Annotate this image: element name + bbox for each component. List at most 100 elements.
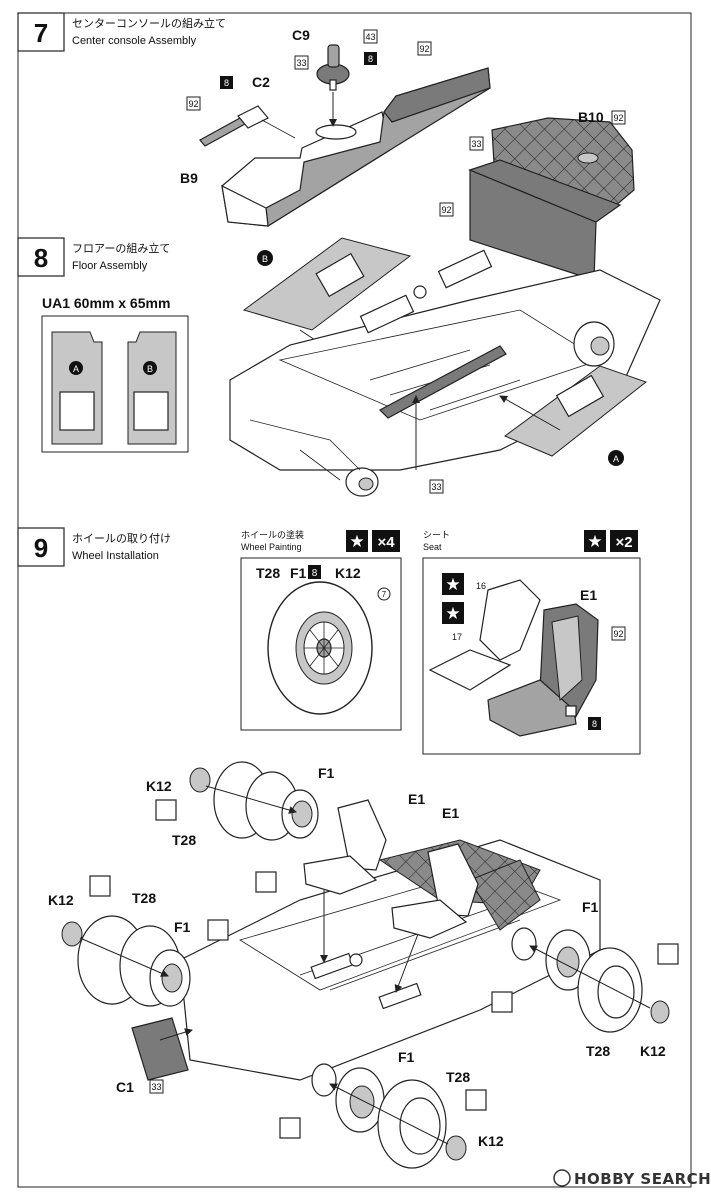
- part-label-c9: C9: [292, 27, 310, 43]
- code-43: 43: [365, 32, 375, 42]
- step-9-title-jp: ホイールの取り付け: [72, 532, 171, 545]
- code-box-43: [363, 29, 378, 44]
- part-label-b10: B10: [578, 109, 604, 125]
- code-box-92-c: [611, 110, 626, 125]
- wheel-painting-drawing: [267, 581, 373, 715]
- code-92-d: 92: [441, 205, 451, 215]
- asm-label-f1-b: F1: [174, 919, 191, 935]
- code-7: 7: [382, 590, 387, 599]
- star-badge-seat: [584, 530, 606, 552]
- code-box-8-c: [308, 565, 321, 579]
- seat-code-17: 17: [452, 632, 462, 642]
- count-badge-wheel: [372, 530, 400, 552]
- code-box-92-d: [439, 202, 454, 217]
- part-label-b9: B9: [180, 170, 198, 186]
- svg-text:A: A: [613, 454, 619, 464]
- count-badge-seat: [610, 530, 638, 552]
- code-33-d: 33: [151, 1082, 161, 1092]
- chassis-floor-drawing: B A: [229, 237, 661, 497]
- step-9-number: 9: [34, 533, 48, 563]
- asm-label-f1-c: F1: [582, 899, 599, 915]
- wheel-panel-title-jp: ホイールの塗装: [241, 529, 304, 540]
- code-8-c: 8: [312, 568, 318, 579]
- code-92-e: 92: [613, 629, 623, 639]
- step-7-number-box: [17, 12, 65, 52]
- code-box-8-d: [588, 717, 601, 730]
- step-7-number: 7: [34, 18, 48, 48]
- code-box-8-a: [364, 52, 377, 65]
- decal-size-label: UA1 60mm x 65mm: [42, 295, 170, 311]
- seat-code-16: 16: [476, 581, 486, 591]
- asm-label-k12-a: K12: [146, 778, 172, 794]
- wheel-label-f1: F1: [290, 565, 307, 581]
- center-console-b9-part: [221, 67, 491, 228]
- wheel-panel-title-en: Wheel Painting: [241, 542, 302, 552]
- code-box-33-d: [149, 1079, 164, 1094]
- code-33-a: 33: [296, 58, 306, 68]
- code-box-92-b: [186, 96, 201, 111]
- code-8-d: 8: [592, 719, 597, 729]
- floor-decal-b: B: [127, 331, 177, 445]
- shift-lever-c9-part: [316, 44, 350, 127]
- step-9-number-box: [17, 527, 65, 567]
- wheel-installation-drawing: [61, 761, 679, 1169]
- page-border: [17, 12, 692, 1188]
- seat-panel-title-jp: シート: [423, 530, 450, 540]
- code-33-c: 33: [431, 482, 441, 492]
- step-8-number-box: [17, 237, 65, 277]
- handbrake-c2-part: [199, 105, 296, 147]
- star-icon: ★: [587, 532, 602, 552]
- part-label-c2: C2: [252, 74, 270, 90]
- svg-text:B: B: [262, 254, 268, 264]
- code-8-a: 8: [368, 54, 373, 64]
- seat-label-e1: E1: [580, 587, 597, 603]
- code-box-92-a: [417, 41, 432, 56]
- step-7: 7 センターコンソールの組み立て Center console Assembly: [17, 12, 635, 281]
- asm-label-t28-b: T28: [132, 890, 156, 906]
- asm-label-e1-b: E1: [442, 805, 459, 821]
- svg-text:A: A: [73, 364, 79, 374]
- asm-label-t28-c: T28: [586, 1043, 610, 1059]
- code-92-c: 92: [613, 113, 623, 123]
- step-8-title-jp: フロアーの組み立て: [72, 241, 170, 255]
- code-92-a: 92: [419, 44, 429, 54]
- svg-text:B: B: [147, 364, 153, 374]
- code-8-b: 8: [224, 78, 229, 88]
- code-92-b: 92: [188, 99, 198, 109]
- asm-label-e1-a: E1: [408, 791, 425, 807]
- floor-decal-a: A: [51, 331, 103, 445]
- code-circle-7: [377, 587, 391, 601]
- step-9: 9 ホイールの取り付け Wheel Installation ホイールの塗装 W…: [17, 527, 679, 1169]
- seat-painting-drawing: ★ ★: [428, 573, 599, 737]
- code-33-b: 33: [471, 139, 481, 149]
- asm-label-f1-a: F1: [318, 765, 335, 781]
- watermark: HOBBY SEARCH: [553, 1169, 711, 1188]
- star-badge-wheel: [346, 530, 368, 552]
- wheel-label-t28: T28: [256, 565, 280, 581]
- watermark-text: HOBBY SEARCH: [574, 1170, 711, 1188]
- star-icon: ★: [445, 604, 460, 624]
- seat-panel-title-en: Seat: [423, 542, 442, 552]
- code-box-92-e: [611, 626, 626, 641]
- code-box-8-b: [220, 76, 233, 89]
- code-box-33-b: [469, 136, 484, 151]
- code-box-33-c: [429, 479, 444, 494]
- asm-label-k12-b: K12: [48, 892, 74, 908]
- asm-label-t28-a: T28: [172, 832, 196, 848]
- seat-count: ×2: [615, 534, 632, 551]
- wheel-label-k12: K12: [335, 565, 361, 581]
- step-7-title-jp: センターコンソールの組み立て: [72, 16, 226, 30]
- step-9-title-en: Wheel Installation: [72, 550, 159, 562]
- asm-label-f1-d: F1: [398, 1049, 415, 1065]
- step-8: 8 フロアーの組み立て Floor Assembly UA1 60mm x 65…: [17, 237, 661, 497]
- asm-label-k12-c: K12: [640, 1043, 666, 1059]
- wheel-count: ×4: [377, 534, 395, 551]
- asm-label-t28-d: T28: [446, 1069, 470, 1085]
- star-icon: ★: [349, 532, 364, 552]
- step-8-number: 8: [34, 243, 48, 273]
- asm-label-k12-d: K12: [478, 1133, 504, 1149]
- step-8-title-en: Floor Assembly: [72, 260, 148, 272]
- code-box-33-a: [294, 55, 309, 70]
- rear-shelf-b10-part: [468, 117, 635, 281]
